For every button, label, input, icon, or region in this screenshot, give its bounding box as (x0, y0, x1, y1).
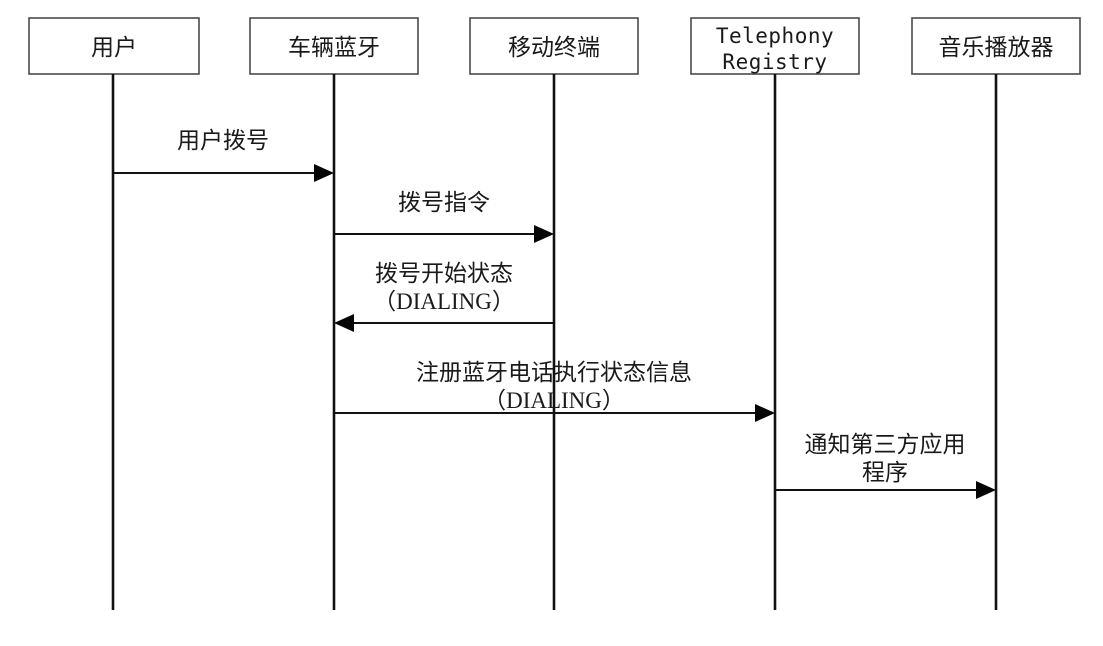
participant-box-car-bt (249, 17, 419, 75)
participant-music[interactable]: 音乐播放器 (911, 17, 1081, 75)
participant-user[interactable]: 用户 (28, 17, 200, 75)
participant-mobile[interactable]: 移动终端 (469, 17, 639, 75)
lifelines-layer (111, 74, 998, 610)
message-label-m4: （DIALING） (483, 388, 625, 413)
participant-label-user: 用户 (91, 35, 137, 60)
participant-label-telephony: Telephony (716, 24, 834, 48)
message-label-m3: 拨号开始状态 (375, 261, 513, 286)
message-m3[interactable]: 拨号开始状态 （DIALING） (334, 261, 554, 332)
participant-car-bt[interactable]: 车辆蓝牙 (249, 17, 419, 75)
participant-label-car-bt: 车辆蓝牙 (288, 35, 380, 60)
message-m4[interactable]: 注册蓝牙电话执行状态信息 （DIALING） (334, 360, 775, 422)
message-label-m4: 注册蓝牙电话执行状态信息 (416, 360, 692, 385)
message-m2[interactable]: 拨号指令 (334, 190, 554, 243)
participant-label-music: 音乐播放器 (939, 35, 1054, 60)
message-label-m1: 用户拨号 (177, 128, 269, 153)
participant-label-mobile: 移动终端 (508, 35, 600, 60)
message-label-m2: 拨号指令 (398, 190, 490, 215)
message-arrowhead-m4 (755, 404, 775, 422)
participant-box-telephony (690, 17, 860, 75)
participant-box-user (28, 17, 200, 75)
message-label-m5: 通知第三方应用 (805, 432, 966, 457)
message-arrowhead-m3 (334, 314, 354, 332)
message-arrowhead-m5 (976, 481, 996, 499)
participant-label-telephony: Registry (722, 50, 827, 74)
participant-box-mobile (469, 17, 639, 75)
message-label-m3: （DIALING） (373, 289, 515, 314)
message-m1[interactable]: 用户拨号 (113, 128, 334, 182)
message-label-m5: 程序 (862, 460, 908, 485)
message-arrowhead-m2 (534, 225, 554, 243)
message-arrowhead-m1 (314, 164, 334, 182)
